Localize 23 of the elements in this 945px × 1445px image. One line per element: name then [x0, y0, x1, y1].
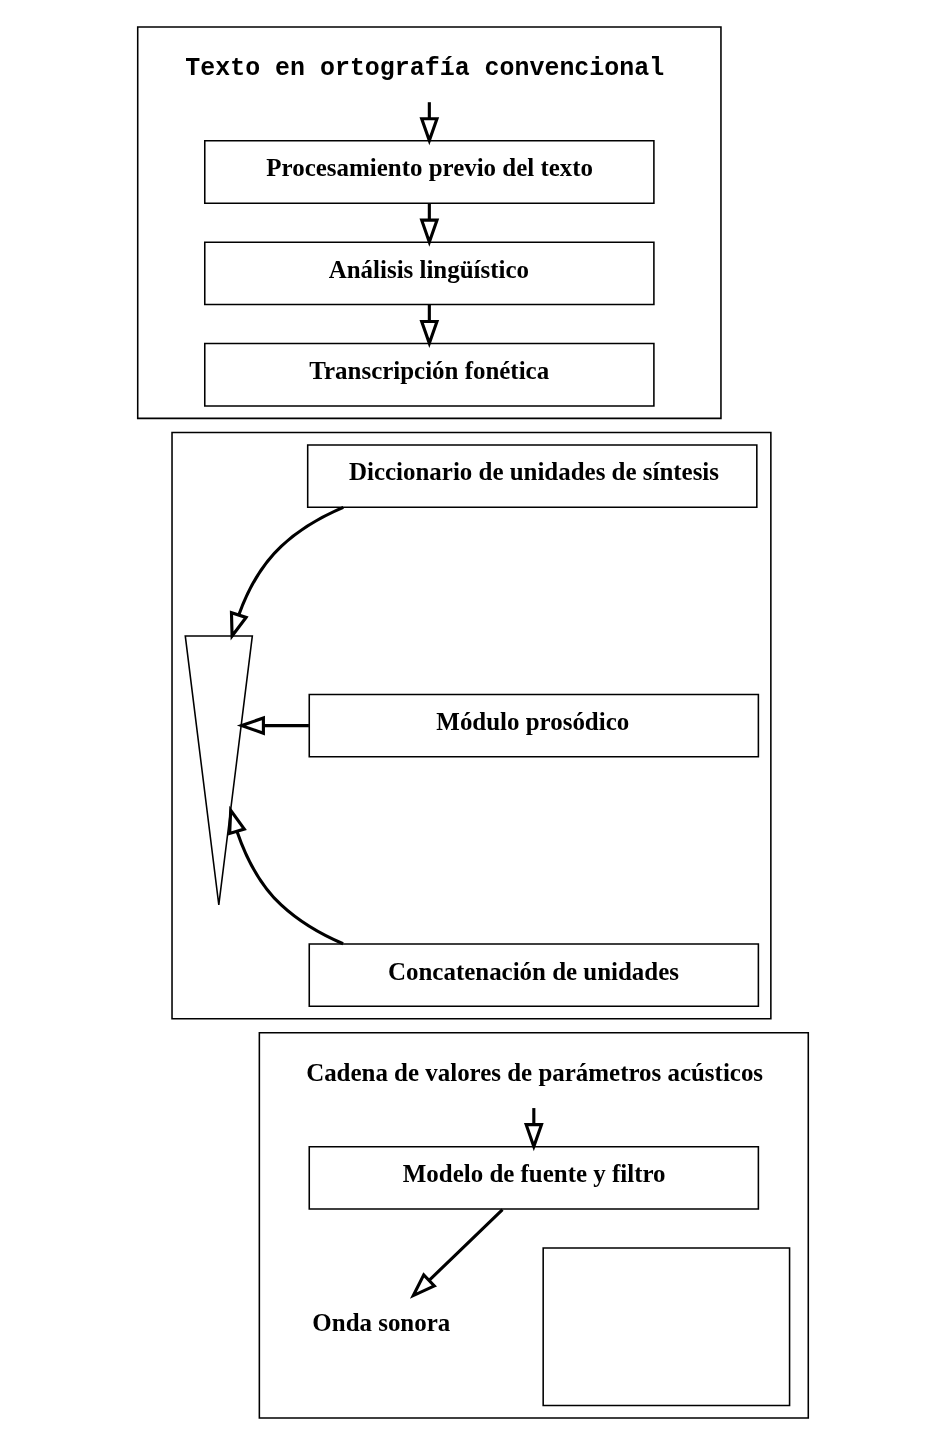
arrow [523, 1108, 544, 1152]
cluster [258, 1032, 809, 1419]
node-text: Cadena de valores de parámetros acústicos [305, 1058, 763, 1086]
arrow [236, 715, 309, 736]
arrow [419, 304, 439, 349]
arrow [409, 1208, 504, 1299]
arrow [419, 102, 439, 146]
node-box: Transcripción fonética [203, 342, 655, 407]
node-box: Diccionario de unidades de síntesis [306, 444, 758, 509]
arrow [227, 805, 344, 946]
node-text: Texto en ortografía convencional [184, 54, 664, 83]
node-box: Concatenación de unidades [308, 943, 759, 1008]
arrow [229, 505, 344, 641]
cluster [170, 431, 772, 1020]
cluster [136, 26, 722, 420]
node-box: Módulo prosódico [308, 693, 759, 758]
node-box [541, 1247, 790, 1407]
node-box: Análisis lingüístico [203, 241, 655, 306]
node-box: Modelo de fuente y filtro [308, 1145, 759, 1210]
node-arrow [183, 635, 253, 906]
node-box: Procesamiento previo del texto [203, 140, 655, 204]
arrow [419, 203, 439, 247]
node-text: Onda sonora [311, 1309, 450, 1337]
